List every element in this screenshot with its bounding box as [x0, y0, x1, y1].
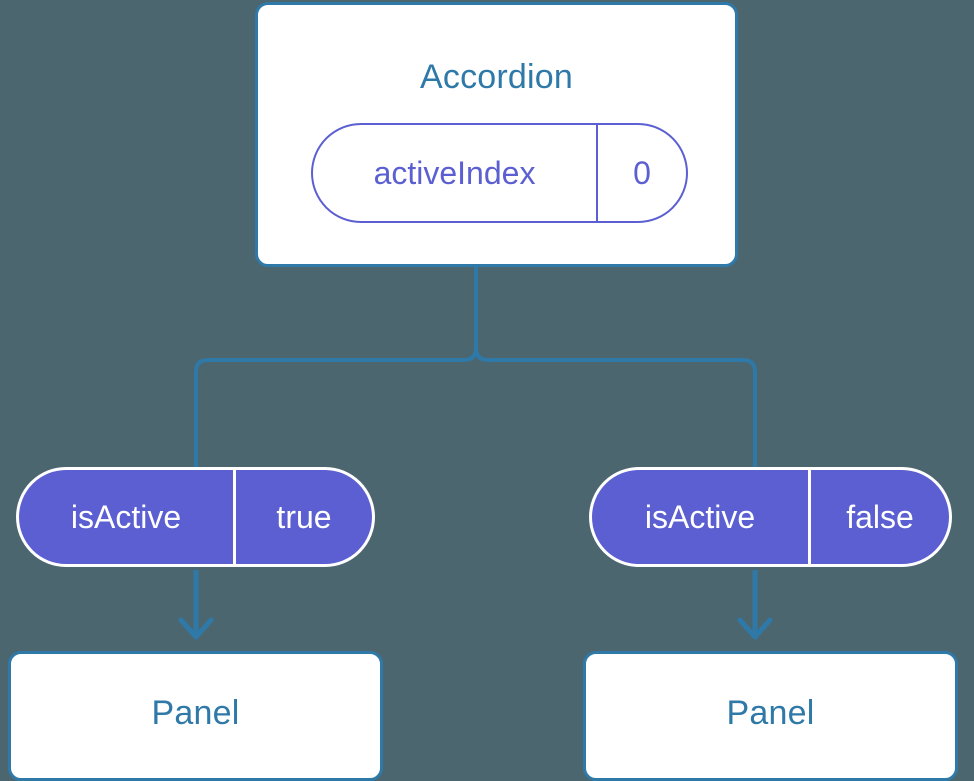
state-badge-key: activeIndex [313, 125, 598, 221]
component-title-panel: Panel [151, 694, 240, 732]
state-badge-value: 0 [633, 155, 651, 191]
component-node-panel-left[interactable]: Panel [8, 651, 383, 781]
prop-badge-key: isActive [592, 470, 811, 564]
state-badge-active-index[interactable]: activeIndex 0 [311, 123, 688, 223]
prop-badge-value: false [846, 499, 914, 535]
arrowhead-down-icon [737, 617, 773, 640]
component-node-accordion[interactable]: Accordion activeIndex 0 [255, 2, 738, 267]
arrowhead-down-icon [178, 617, 214, 640]
component-title-panel: Panel [726, 694, 815, 732]
prop-badge-is-active-false[interactable]: isActive false [589, 467, 952, 567]
component-node-panel-right[interactable]: Panel [583, 651, 958, 781]
component-title-accordion: Accordion [420, 58, 573, 96]
prop-badge-is-active-true[interactable]: isActive true [16, 467, 375, 567]
edge-root-to-right-child [474, 266, 757, 467]
prop-badge-key: isActive [19, 470, 236, 564]
prop-badge-value: true [276, 499, 332, 535]
arrow-left-badge-to-panel [178, 570, 214, 640]
arrow-right-badge-to-panel [737, 570, 773, 640]
edge-root-to-left-child [194, 266, 478, 467]
